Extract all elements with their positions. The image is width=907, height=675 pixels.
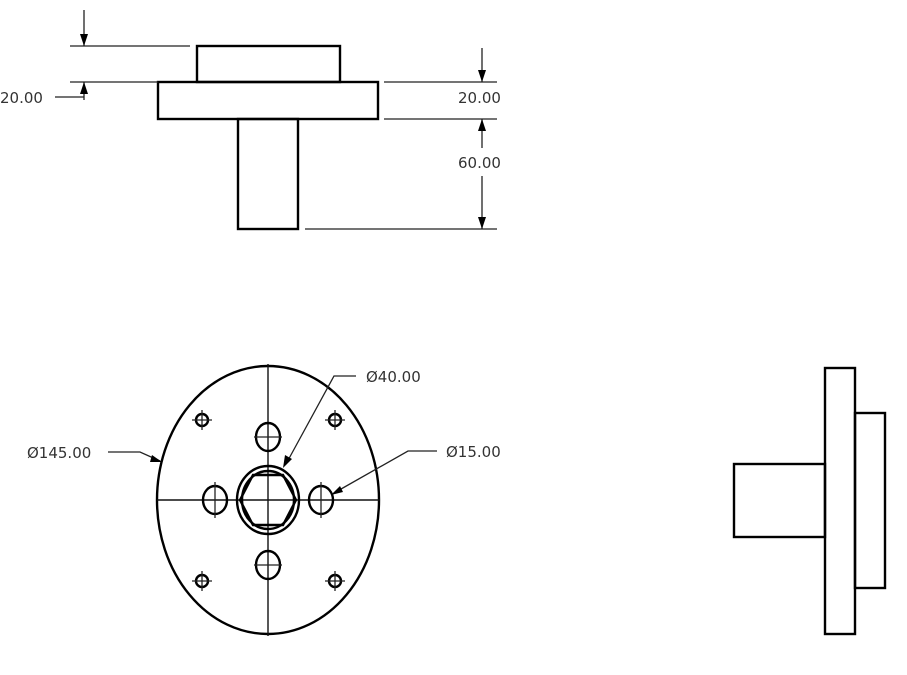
leader-hole-diameter: Ø15.00 bbox=[331, 443, 501, 495]
dimension-shaft-60: 60.00 bbox=[305, 119, 501, 230]
top-shaft bbox=[236, 117, 300, 231]
side-boss bbox=[853, 411, 887, 590]
small-holes bbox=[192, 410, 345, 591]
front-view bbox=[155, 364, 381, 636]
right-side-view bbox=[732, 366, 887, 636]
hex-socket bbox=[238, 473, 298, 527]
leader-hub-diameter: Ø40.00 bbox=[283, 368, 421, 468]
top-boss bbox=[195, 44, 342, 84]
dim-flange-20-text: 20.00 bbox=[458, 89, 501, 107]
top-flange bbox=[156, 80, 380, 121]
side-flange bbox=[823, 366, 857, 636]
dim-hole-diameter-text: Ø15.00 bbox=[446, 443, 501, 461]
side-shaft bbox=[732, 462, 827, 539]
leader-outer-diameter: Ø145.00 bbox=[27, 444, 162, 462]
hub-outer-circle bbox=[235, 464, 301, 536]
dim-hub-diameter-text: Ø40.00 bbox=[366, 368, 421, 386]
hub-inner-circle bbox=[240, 469, 296, 531]
top-view bbox=[156, 44, 380, 231]
dimension-flange-20: 20.00 bbox=[384, 48, 501, 120]
dim-outer-diameter-text: Ø145.00 bbox=[27, 444, 91, 462]
bolt-holes bbox=[201, 421, 335, 581]
dimension-left-20: 20.00 bbox=[0, 10, 190, 107]
dim-shaft-60-text: 60.00 bbox=[458, 154, 501, 172]
dim-left-20-text: 20.00 bbox=[0, 89, 43, 107]
